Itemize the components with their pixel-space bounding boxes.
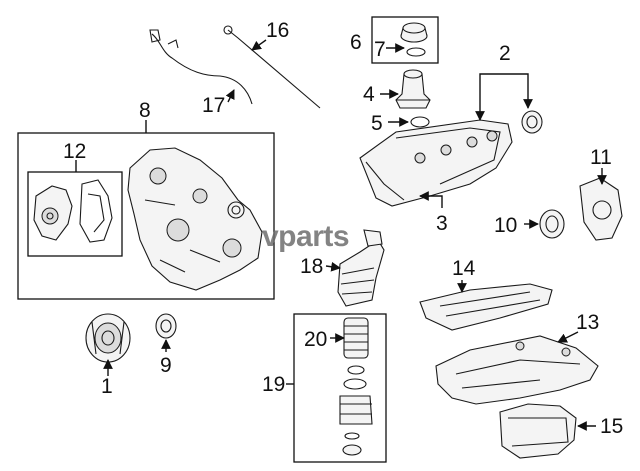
callout-12: 12 bbox=[63, 140, 86, 163]
valve-cover-part bbox=[359, 119, 513, 207]
group-box-19 bbox=[293, 313, 387, 463]
oil-pan-lower-part bbox=[499, 403, 577, 459]
callout-20: 20 bbox=[304, 328, 327, 351]
leader-line-18 bbox=[325, 261, 341, 272]
rear-cover-part bbox=[579, 177, 623, 241]
callout-3: 3 bbox=[436, 212, 448, 235]
callout-18: 18 bbox=[300, 255, 323, 278]
leader-line-17 bbox=[225, 89, 235, 103]
oil-filter-cap-part bbox=[339, 365, 373, 456]
oil-baffle-part bbox=[419, 283, 553, 331]
leader-line-2a bbox=[475, 73, 506, 121]
callout-13: 13 bbox=[576, 311, 599, 334]
dipstick-part bbox=[223, 25, 321, 109]
callout-19: 19 bbox=[262, 373, 285, 396]
oil-filter-housing-part bbox=[337, 229, 385, 307]
callout-14: 14 bbox=[452, 257, 476, 280]
oil-filter-element-part bbox=[343, 317, 369, 359]
callout-16: 16 bbox=[266, 19, 289, 42]
callout-10: 10 bbox=[494, 214, 517, 237]
callout-7: 7 bbox=[374, 38, 386, 61]
leader-line-16 bbox=[251, 39, 267, 51]
callout-5: 5 bbox=[371, 112, 383, 135]
leader-line-13 bbox=[557, 331, 579, 343]
callout-4: 4 bbox=[363, 83, 375, 106]
callout-6: 6 bbox=[350, 31, 362, 54]
dipstick-tube-part bbox=[149, 29, 253, 105]
leader-line-2b bbox=[506, 73, 533, 109]
oil-filler-cap-part bbox=[400, 22, 428, 57]
callout-1: 1 bbox=[101, 375, 113, 398]
callout-11: 11 bbox=[590, 146, 612, 169]
camshaft-seal-part bbox=[521, 110, 543, 134]
callout-15: 15 bbox=[600, 415, 623, 438]
timing-cover-part bbox=[127, 147, 263, 291]
group-box-6 bbox=[371, 16, 439, 64]
callout-17: 17 bbox=[202, 94, 225, 117]
callout-9: 9 bbox=[160, 354, 172, 377]
watermark-logo: vparts bbox=[262, 220, 349, 253]
front-seal-part bbox=[155, 313, 177, 339]
leader-line-3 bbox=[419, 191, 443, 208]
oil-filler-neck-part bbox=[395, 69, 431, 109]
o-ring-part bbox=[410, 116, 430, 128]
group-box-12 bbox=[27, 171, 123, 257]
crank-pulley-part bbox=[85, 313, 131, 363]
oil-pan-upper-part bbox=[435, 335, 599, 405]
callout-8: 8 bbox=[139, 99, 151, 122]
callout-2: 2 bbox=[499, 42, 511, 65]
water-pump-part bbox=[33, 179, 113, 243]
rear-seal-part bbox=[539, 209, 565, 239]
